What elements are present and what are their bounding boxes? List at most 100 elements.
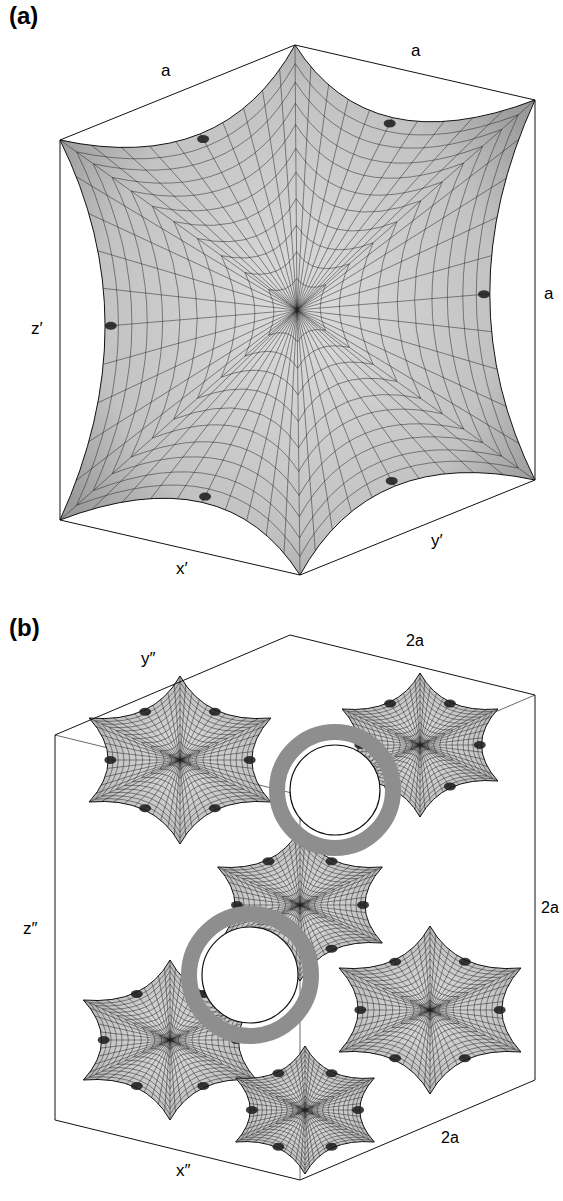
mesh-line (297, 111, 503, 310)
mesh-line (297, 310, 395, 486)
surface-neck (272, 1069, 284, 1077)
edge-length-text: 2a (405, 632, 425, 649)
mesh-line (297, 256, 492, 310)
mesh-line (170, 1040, 241, 1056)
mesh-line (235, 905, 300, 906)
mesh-line (170, 1040, 250, 1072)
mesh-line (124, 717, 180, 760)
mesh-line (170, 1040, 182, 1104)
mesh-line (107, 1000, 170, 1040)
mesh-line (180, 700, 199, 760)
mesh-line (180, 718, 247, 760)
surface-neck (105, 322, 117, 330)
mesh-line (250, 866, 300, 905)
axis-label: z′ (30, 320, 44, 337)
surface-neck (444, 782, 456, 790)
mesh-line (180, 726, 264, 760)
surface-neck (209, 708, 221, 716)
mesh-line (420, 745, 484, 759)
mesh-line (107, 760, 180, 768)
mesh-line (297, 310, 535, 480)
surface-neck (326, 857, 338, 865)
axis-label-text: y″ (140, 649, 157, 668)
mesh-line (352, 969, 430, 1010)
surface-neck (197, 135, 209, 143)
mesh-line (430, 1010, 442, 1077)
axis-label: y″ (140, 650, 157, 667)
mesh-line (430, 935, 436, 1010)
mesh-line (180, 760, 199, 820)
surface-neck (354, 1006, 366, 1014)
mesh-line (297, 310, 473, 473)
mesh-line (135, 760, 180, 806)
edge-length: a (160, 62, 171, 79)
mesh-line (170, 960, 171, 1040)
surface-fill (60, 45, 535, 575)
mesh-line (424, 935, 430, 1010)
mesh-line (363, 1010, 430, 1052)
surface-patch (60, 45, 535, 575)
mesh-line (420, 745, 430, 803)
mesh-line (430, 968, 497, 1010)
mesh-line (144, 760, 180, 810)
mesh-line (60, 140, 297, 310)
mesh-line (268, 860, 300, 905)
mesh-line (180, 760, 258, 801)
mesh-line (358, 1010, 430, 1011)
mesh-line (105, 310, 297, 326)
mesh-line (152, 1040, 170, 1097)
mesh-line (297, 310, 332, 530)
mesh-line (103, 310, 297, 364)
mesh-line (223, 123, 297, 310)
mesh-line (415, 681, 420, 745)
surface-neck (459, 958, 471, 966)
mesh-line (225, 310, 297, 510)
edge-length: 2a (540, 900, 560, 916)
panel-letter-text: (a) (8, 2, 39, 29)
mesh-line (170, 1040, 175, 1111)
surface-tunnels (189, 732, 393, 1036)
axis-label: y′ (430, 532, 444, 549)
mesh-line (136, 993, 170, 1040)
mesh-line (420, 716, 492, 745)
mesh-line (295, 837, 300, 905)
mesh-line (420, 681, 425, 745)
mesh-line (89, 214, 297, 310)
mesh-line (180, 760, 236, 803)
mesh-line (296, 1059, 305, 1110)
surface-neck (262, 857, 274, 865)
mesh-line (430, 1010, 502, 1011)
surface-neck (352, 1106, 364, 1114)
mesh-line (297, 310, 351, 512)
mesh-line (202, 310, 297, 502)
edge-length: a (410, 42, 421, 59)
mesh-line (99, 1040, 170, 1056)
mesh-line (300, 867, 382, 905)
p-surface (60, 45, 535, 575)
mesh-line (355, 1010, 430, 1027)
mesh-line (418, 943, 430, 1010)
axis-label: x″ (175, 1162, 192, 1179)
mesh-line (105, 760, 180, 777)
mesh-line (180, 760, 192, 827)
mesh-line (290, 1064, 305, 1110)
axis-label-text: x″ (175, 1161, 192, 1180)
mesh-line (101, 1040, 170, 1048)
mesh-line (305, 1110, 320, 1156)
mesh-line (180, 760, 181, 844)
mesh-line (245, 1078, 305, 1110)
mesh-line (430, 1010, 449, 1070)
surface-edge (339, 926, 521, 1094)
mesh-line (430, 1002, 503, 1010)
mesh-line (180, 714, 225, 760)
edge-length: 2a (440, 1130, 460, 1146)
mesh-line (180, 718, 271, 760)
edge-length: a (543, 285, 554, 302)
surface-neck (131, 1082, 143, 1090)
d-surface (83, 673, 521, 1174)
mesh-line (430, 950, 449, 1010)
mesh-line (297, 310, 519, 443)
surface-neck (199, 493, 211, 501)
mesh-line (420, 745, 425, 809)
mesh-line (76, 310, 297, 481)
